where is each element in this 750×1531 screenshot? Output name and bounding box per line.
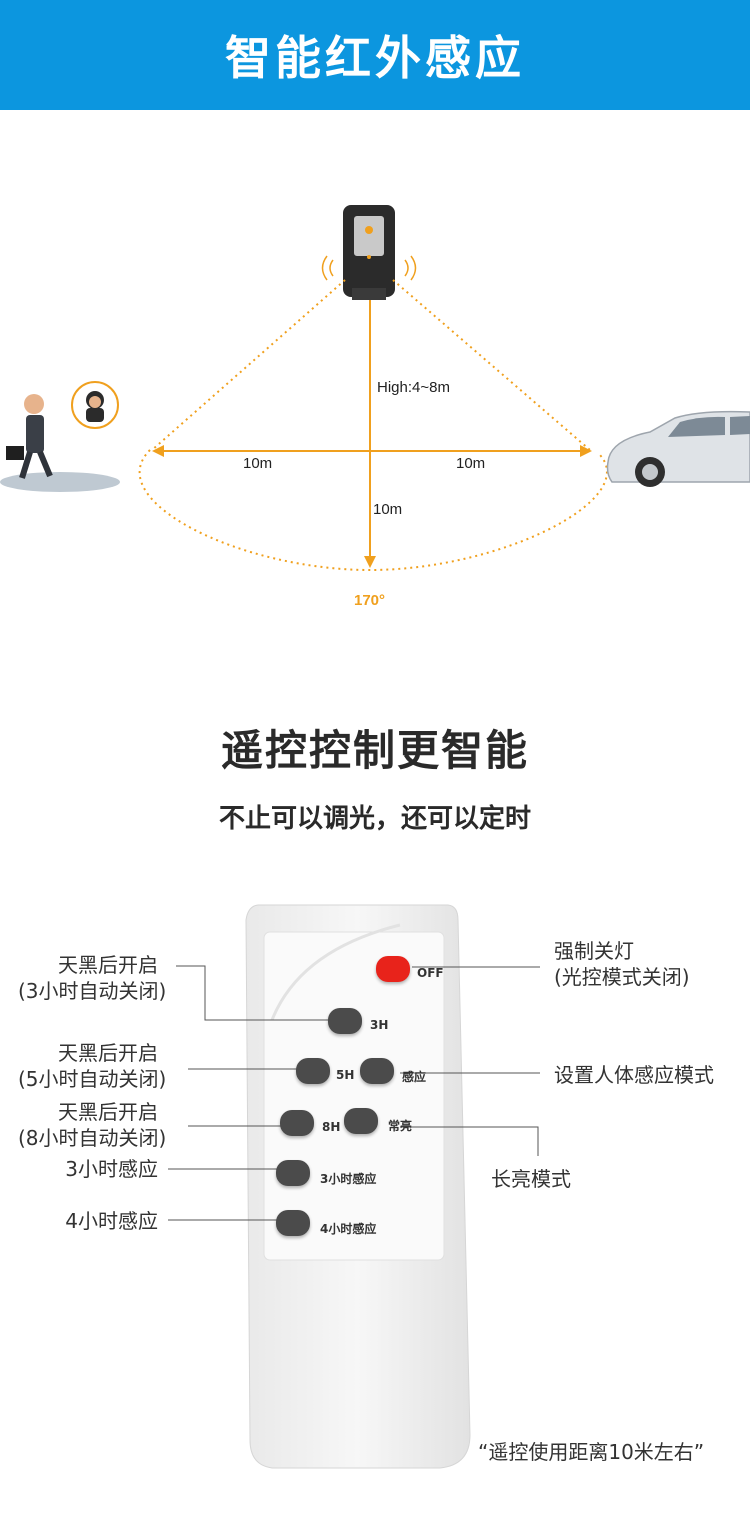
callout-3h-line1: 天黑后开启 [58, 953, 158, 977]
3h-sensor-button-label: 3小时感应 [320, 1172, 377, 1186]
remote-section-title: 遥控控制更智能 [220, 726, 529, 775]
phone-call-avatar-icon [71, 381, 119, 429]
8h-button[interactable] [280, 1110, 314, 1136]
4h-sensor-button[interactable] [276, 1210, 310, 1236]
8h-button-label: 8H [322, 1120, 341, 1134]
callout-always-on-line1: 长亮模式 [491, 1167, 571, 1191]
always-on-button-label: 常亮 [388, 1119, 413, 1133]
remote-section-subtitle: 不止可以调光，还可以定时 [218, 804, 531, 834]
sensor-range-illustration [0, 205, 750, 572]
callout-force-off: 强制关灯 (光控模式关闭) [554, 938, 690, 990]
street-lamp-icon [343, 205, 395, 300]
3h-sensor-button[interactable] [276, 1160, 310, 1186]
3h-button[interactable] [328, 1008, 362, 1034]
callout-3h-line2: (3小时自动关闭) [18, 979, 167, 1003]
sensor-angle-label: 170° [354, 592, 386, 609]
callout-4h-sensor-line1: 4小时感应 [65, 1209, 158, 1233]
header-banner: 智能红外感应 [0, 0, 750, 110]
callout-3h-sensor: 3小时感应 [18, 1156, 158, 1182]
left-distance-label: 10m [243, 455, 273, 472]
sensor-mode-button[interactable] [360, 1058, 394, 1084]
walking-person-icon [0, 394, 120, 492]
callout-always-on: 长亮模式 [491, 1166, 571, 1192]
callout-4h-sensor: 4小时感应 [18, 1208, 158, 1234]
callout-sensor-mode-line1: 设置人体感应模式 [554, 1063, 714, 1087]
callout-5h-line2: (5小时自动关闭) [18, 1067, 167, 1091]
off-button-label: OFF [417, 966, 444, 980]
4h-sensor-button-label: 4小时感应 [320, 1222, 377, 1236]
down-distance-label: 10m [373, 501, 403, 518]
callout-force-off-line2: (光控模式关闭) [554, 965, 690, 989]
sensor-diagram: High:4~8m 10m 10m 10m 170° [0, 110, 750, 670]
5h-button-label: 5H [336, 1068, 355, 1082]
page-title: 智能红外感应 [225, 31, 525, 85]
callout-force-off-line1: 强制关灯 [554, 939, 634, 963]
right-distance-label: 10m [456, 455, 486, 472]
car-icon [606, 410, 750, 487]
always-on-button[interactable] [344, 1108, 378, 1134]
5h-button[interactable] [296, 1058, 330, 1084]
callout-5h-line1: 天黑后开启 [58, 1041, 158, 1065]
callout-sensor-mode: 设置人体感应模式 [554, 1062, 714, 1088]
callout-8h-line2: (8小时自动关闭) [18, 1126, 167, 1150]
off-button[interactable] [376, 956, 410, 982]
sensor-mode-button-label: 感应 [402, 1070, 427, 1084]
callout-3h-sensor-line1: 3小时感应 [65, 1157, 158, 1181]
callout-5h: 天黑后开启 (5小时自动关闭) [18, 1040, 167, 1092]
remote-distance-note: “遥控使用距离10米左右” [478, 1440, 705, 1464]
remote-illustration: OFF 3H 5H 感应 8H 常亮 3小时感应 4小时感应 天黑后开启 (3小… [0, 880, 750, 1531]
signal-waves-icon [321, 255, 417, 281]
mount-height-label: High:4~8m [377, 379, 450, 396]
3h-button-label: 3H [370, 1018, 389, 1032]
callout-3h: 天黑后开启 (3小时自动关闭) [18, 952, 167, 1004]
callout-8h-line1: 天黑后开启 [58, 1100, 158, 1124]
callout-8h: 天黑后开启 (8小时自动关闭) [18, 1099, 167, 1151]
